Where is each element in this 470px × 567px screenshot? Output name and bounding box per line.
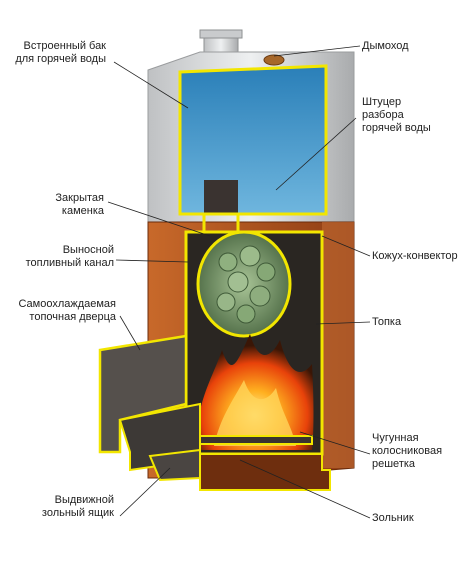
label-hot-water-fitting: Штуцер разбора горячей воды bbox=[362, 96, 431, 134]
label-ash-pit: Зольник bbox=[372, 512, 414, 524]
label-closed-heater: Закрытая каменка bbox=[55, 192, 104, 217]
grate-and-ashpit bbox=[199, 435, 331, 491]
fire bbox=[196, 334, 314, 450]
heater-stones bbox=[196, 230, 292, 338]
water-tank bbox=[147, 51, 355, 223]
label-firebox: Топка bbox=[372, 316, 402, 328]
label-cast-iron-grate: Чугунная колосниковая решетка bbox=[372, 432, 443, 470]
leader-lines bbox=[107, 45, 371, 519]
heater-cavity bbox=[204, 180, 238, 214]
label-ash-drawer: Выдвижной зольный ящик bbox=[41, 494, 114, 519]
label-self-cooling-door: Самоохлаждаемая топочная дверца bbox=[18, 298, 116, 323]
label-built-in-tank: Встроенный бак для горячей воды bbox=[15, 40, 106, 65]
label-remote-fuel-channel: Выносной топливный канал bbox=[25, 244, 114, 269]
fuel-channel bbox=[98, 334, 201, 482]
label-casing-convector: Кожух-конвектор bbox=[372, 250, 458, 262]
label-chimney: Дымоход bbox=[362, 40, 409, 52]
